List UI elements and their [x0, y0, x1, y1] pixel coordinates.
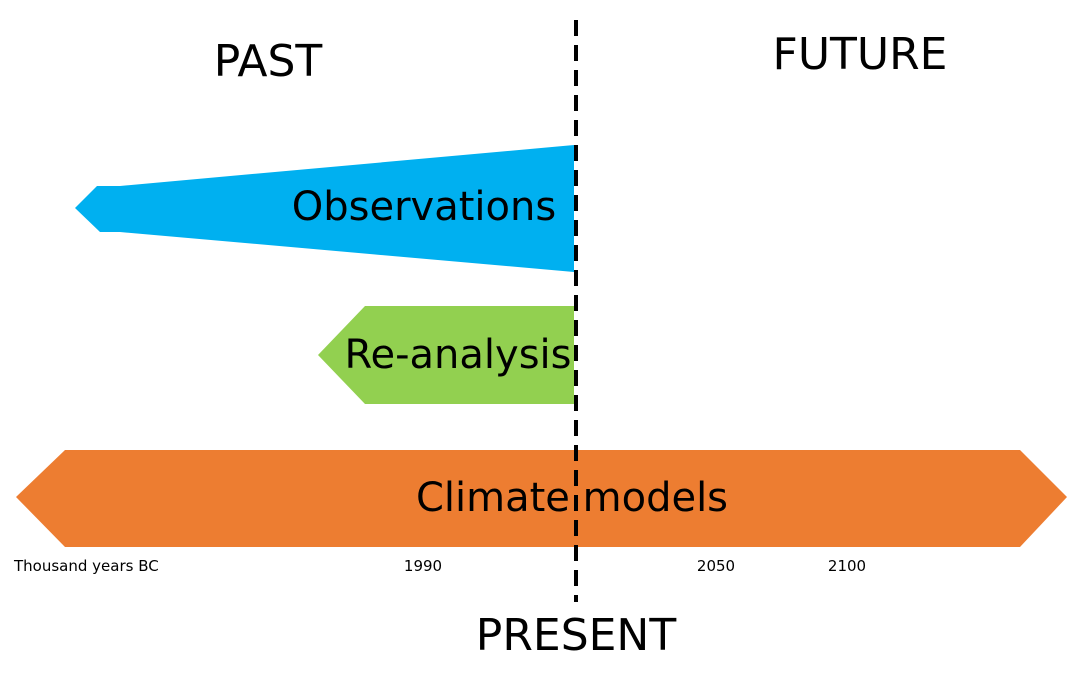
observations-label: Observations: [292, 184, 556, 230]
timeline-label-2100: 2100: [828, 557, 866, 575]
past-heading: PAST: [214, 36, 323, 87]
future-heading: FUTURE: [773, 29, 948, 80]
reanalysis-label: Re-analysis: [345, 332, 572, 378]
present-heading: PRESENT: [476, 610, 677, 661]
climate-models-label: Climate models: [416, 475, 728, 521]
reanalysis-arrow: [318, 306, 574, 404]
timeline-label-thousand-years-bc: Thousand years BC: [13, 557, 159, 575]
observations-wedge: [75, 145, 574, 272]
climate-models-arrow: [16, 450, 1067, 547]
timeline-label-2050: 2050: [697, 557, 735, 575]
timeline-label-1990: 1990: [404, 557, 442, 575]
